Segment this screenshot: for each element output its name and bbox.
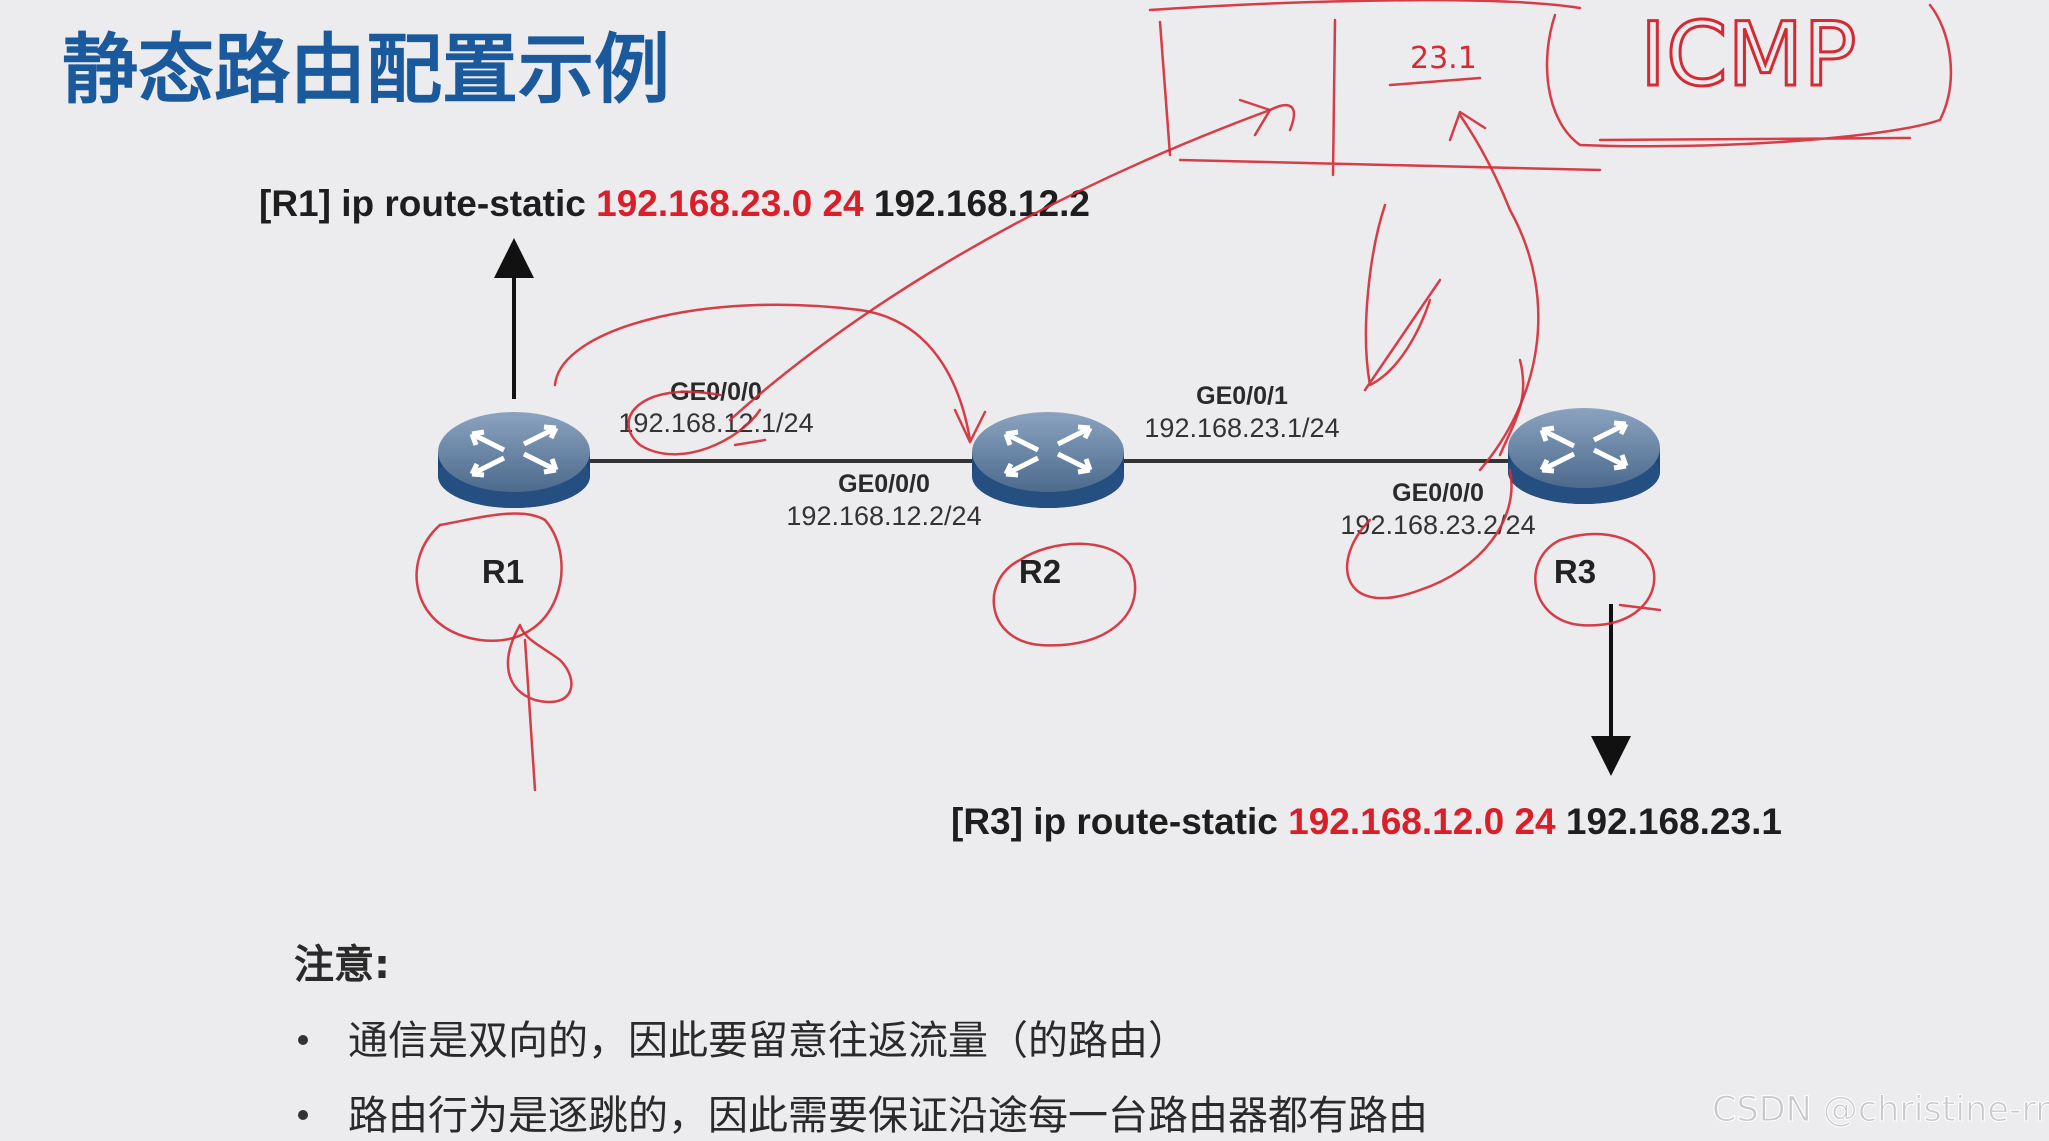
r2-ge001-ip: 192.168.23.1/24 [1144, 413, 1339, 443]
r1-interface-ip: 192.168.12.1/24 [618, 408, 813, 438]
router-r3-icon [1508, 408, 1660, 504]
r1-command: [R1] ip route-static 192.168.23.0 24 192… [259, 183, 1090, 224]
bullet [298, 1035, 308, 1045]
router-r1-label: R1 [482, 553, 524, 590]
r3-command: [R3] ip route-static 192.168.12.0 24 192… [951, 801, 1782, 842]
r3-interface-name: GE0/0/0 [1392, 479, 1484, 507]
handwritten-scribble: 23.1 [1410, 41, 1477, 76]
bullet [298, 1110, 308, 1120]
note-item: 通信是双向的，因此要留意往返流量（的路由） [348, 1018, 1188, 1064]
router-r1-icon [438, 412, 590, 508]
page-title: 静态路由配置示例 [62, 25, 670, 114]
note-item: 路由行为是逐跳的，因此需要保证沿途每一台路由器都有路由 [348, 1093, 1428, 1139]
handwritten-annotations [415, 0, 1953, 792]
handwritten-icmp: ICMP [1640, 3, 1856, 106]
r2-ge000-ip: 192.168.12.2/24 [786, 501, 981, 531]
r2-ge000-name: GE0/0/0 [838, 470, 930, 498]
r2-ge001-name: GE0/0/1 [1196, 382, 1288, 410]
router-r2-icon [972, 412, 1124, 508]
notes-heading: 注意: [294, 942, 390, 988]
router-r2-label: R2 [1019, 553, 1061, 590]
watermark: CSDN @christine-rr [1712, 1090, 2049, 1130]
router-r3-label: R3 [1554, 553, 1596, 590]
